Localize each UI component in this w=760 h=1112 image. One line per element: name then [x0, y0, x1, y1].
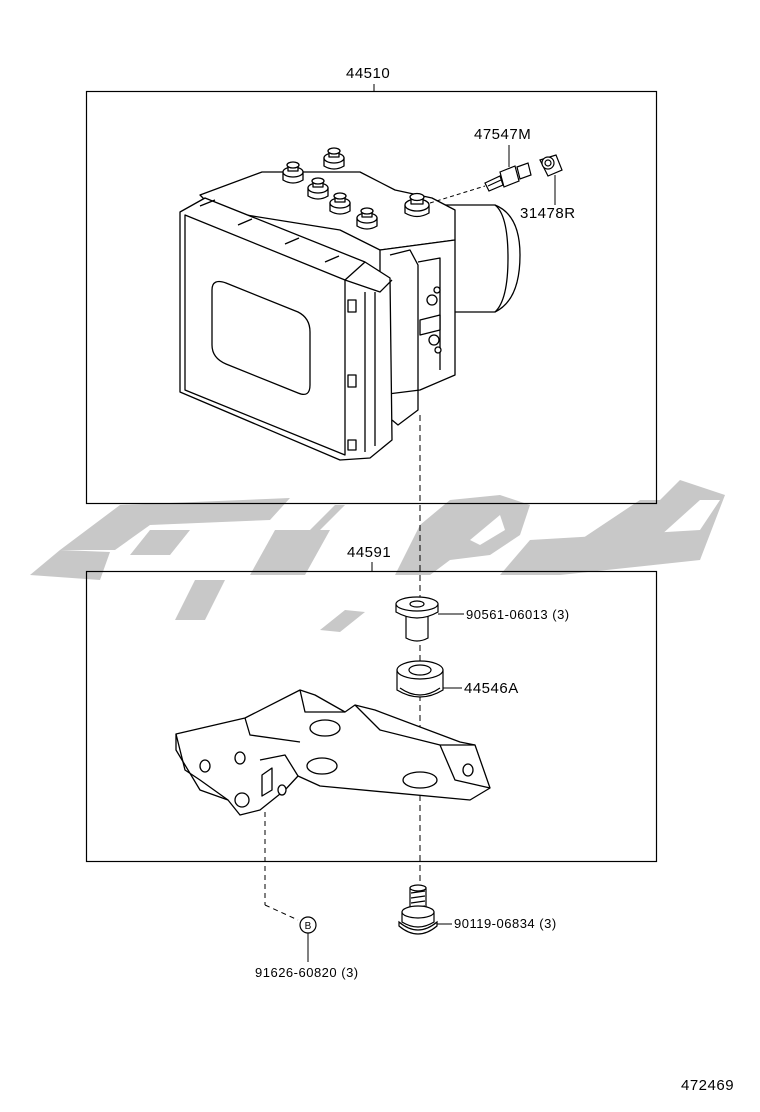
bracket-drawing — [175, 689, 491, 816]
bolt-b-dash-diag — [264, 904, 299, 921]
part-label-44510: 44510 — [346, 65, 391, 82]
diagram-number: 472469 — [681, 1077, 735, 1094]
part-label-90119-06834: 90119-06834 (3) — [454, 916, 557, 931]
bleeder-dash — [429, 185, 486, 204]
cushion-drawing — [396, 660, 444, 698]
bleeder-plug-drawing — [484, 162, 532, 192]
bracket-group-box — [85, 570, 658, 863]
part-label-91626-60820: 91626-60820 (3) — [255, 965, 359, 980]
bolt-lower-drawing — [398, 884, 438, 935]
part-label-47547M: 47547M — [474, 126, 532, 143]
part-label-44591: 44591 — [347, 544, 392, 561]
part-label-31478R: 31478R — [520, 205, 576, 222]
bolt-upper-drawing — [395, 596, 439, 642]
actuator-group-box — [85, 90, 658, 505]
part-label-44546A: 44546A — [464, 680, 519, 697]
abs-actuator-drawing — [179, 147, 521, 461]
watermark-logo — [30, 480, 725, 632]
bleeder-cap-drawing — [539, 154, 563, 177]
part-label-90561-06013: 90561-06013 (3) — [466, 607, 570, 622]
bolt-b-marker-text: B — [305, 921, 312, 932]
